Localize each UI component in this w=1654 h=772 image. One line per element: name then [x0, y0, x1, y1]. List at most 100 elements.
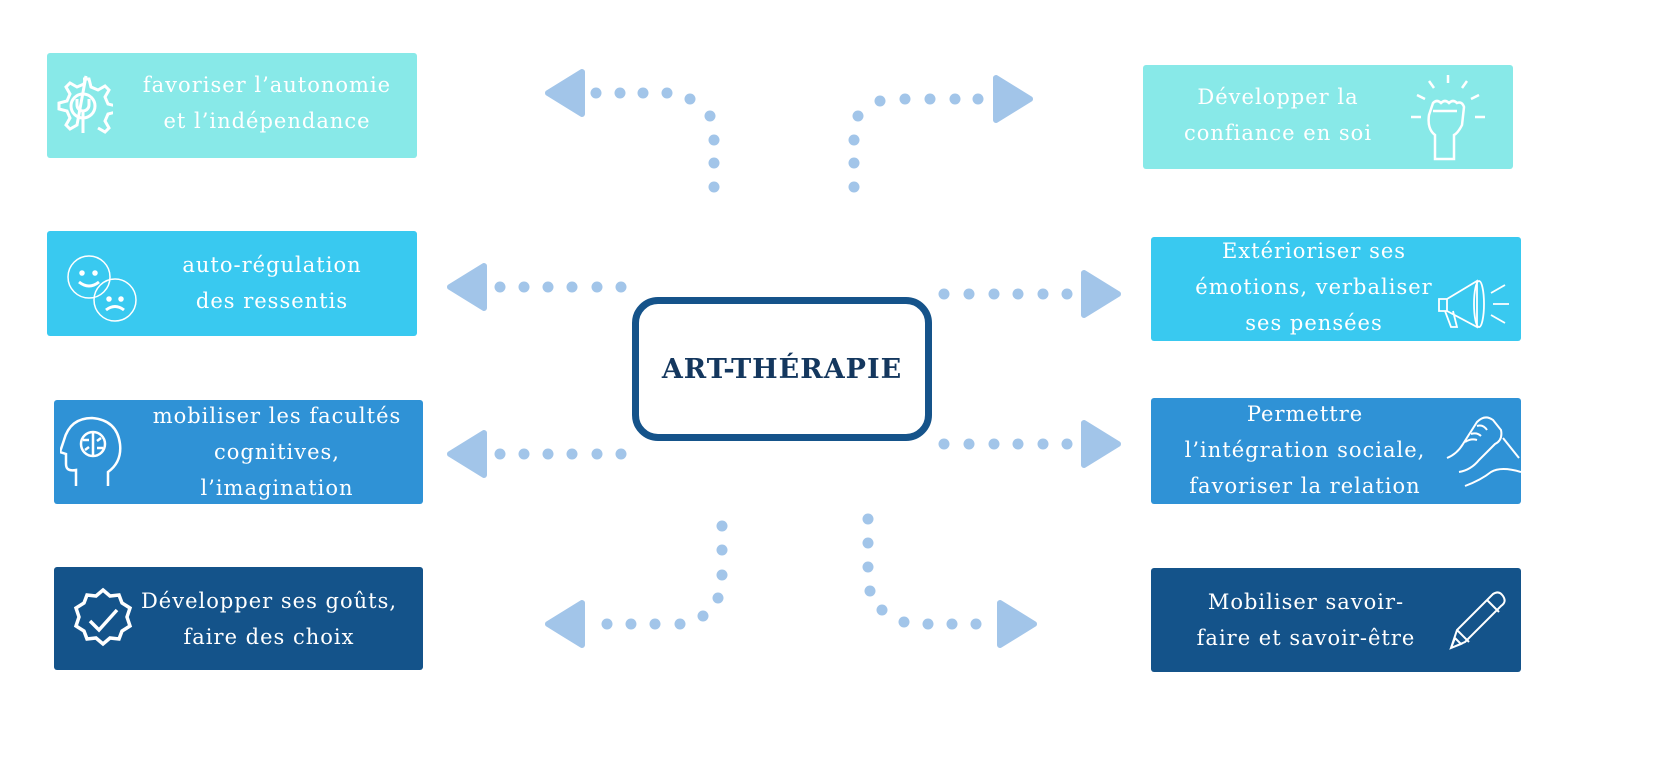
connector-dot	[963, 288, 975, 300]
connector-dot	[716, 520, 728, 532]
node-text-line: Extérioriser ses	[1221, 239, 1407, 263]
connector-dot	[862, 513, 874, 525]
connector-dot	[674, 618, 686, 630]
node-gouts-choix: Développer ses goûts, faire des choix	[54, 567, 423, 670]
connector-dot	[590, 87, 602, 99]
node-text-line: Développer la	[1197, 85, 1359, 109]
connector-dot	[862, 537, 874, 549]
connector-dot	[1012, 288, 1024, 300]
handshake-icon	[1446, 416, 1521, 487]
connector-dot	[494, 281, 506, 293]
node-savoir-faire: Mobiliser savoir- faire et savoir-être	[1151, 568, 1521, 672]
node-autonomie: favoriser l’autonomie et l’indépendance	[47, 53, 417, 158]
connector-dot	[1061, 438, 1073, 450]
connector-dot	[938, 288, 950, 300]
connector-dot	[708, 181, 720, 193]
connector-dot	[924, 93, 936, 105]
node-text-line: des ressentis	[195, 289, 349, 313]
connector-dot	[614, 87, 626, 99]
connector-dot	[848, 134, 860, 146]
connector-mid-left-lower	[447, 430, 627, 478]
node-exterioriser: Extérioriser ses émotions, verbaliser se…	[1151, 237, 1521, 341]
connector-dot	[963, 438, 975, 450]
node-text-line: Développer ses goûts,	[140, 589, 398, 613]
smiley-faces-icon	[67, 255, 137, 322]
connector-dot	[637, 87, 649, 99]
connector-dot	[716, 569, 728, 581]
raised-fist-icon	[1411, 75, 1485, 161]
connector-dot	[852, 110, 864, 122]
connector-dot	[848, 157, 860, 169]
megaphone-icon	[1438, 279, 1509, 329]
node-confiance: Développer la confiance en soi	[1143, 65, 1513, 169]
node-facultes-cognitives: mobiliser les facultés cognitives, l’ima…	[54, 400, 423, 504]
connector-dot	[708, 157, 720, 169]
connector-dot	[876, 604, 888, 616]
connector-dot	[970, 618, 982, 630]
arrow-right-icon	[1081, 270, 1121, 318]
connector-top-right	[848, 75, 1033, 193]
node-text-line: cognitives,	[214, 440, 340, 464]
node-text-line: favoriser l’autonomie	[142, 73, 392, 97]
center-title: ART-THÉRAPIE	[661, 353, 903, 385]
connector-dot	[716, 544, 728, 556]
connector-dot	[601, 618, 613, 630]
connector-dot	[649, 618, 661, 630]
connector-mid-right-lower	[938, 420, 1121, 468]
node-text-line: faire des choix	[183, 625, 355, 649]
connector-dot	[615, 448, 627, 460]
connector-mid-right-upper	[938, 270, 1121, 318]
node-text-line: auto-régulation	[182, 253, 362, 277]
node-text-line: et l’indépendance	[163, 109, 371, 133]
arrow-right-icon	[993, 75, 1033, 123]
connector-dot	[704, 110, 716, 122]
connector-dot	[862, 561, 874, 573]
arrow-left-icon	[545, 600, 585, 648]
node-text-line: l’intégration sociale,	[1184, 438, 1426, 462]
node-integration-sociale: Permettre l’intégration sociale, favoris…	[1151, 398, 1521, 504]
node-text-line: Mobiliser savoir-	[1207, 590, 1405, 614]
node-autoregulation: auto-régulation des ressentis	[47, 231, 417, 336]
connector-dot	[625, 618, 637, 630]
badge-check-icon	[73, 587, 133, 647]
node-text-line: mobiliser les facultés	[152, 404, 402, 428]
connector-dot	[518, 281, 530, 293]
arrow-right-icon	[997, 600, 1037, 648]
node-text-line: Permettre	[1246, 402, 1364, 426]
pencil-icon	[1449, 591, 1506, 650]
connector-mid-left-upper	[447, 263, 627, 311]
connector-dot	[615, 281, 627, 293]
arrow-left-icon	[447, 430, 487, 478]
node-text-line: émotions, verbaliser	[1195, 275, 1433, 299]
connector-bottom-right	[862, 513, 1037, 648]
connector-dot	[899, 93, 911, 105]
head-brain-icon	[60, 416, 122, 486]
connector-dot	[938, 438, 950, 450]
gear-wrench-icon	[57, 75, 113, 134]
node-text-line: ses pensées	[1245, 311, 1383, 335]
connector-dot	[661, 87, 673, 99]
connector-dot	[949, 93, 961, 105]
connector-dot	[518, 448, 530, 460]
connector-dot	[988, 438, 1000, 450]
connector-dot	[542, 281, 554, 293]
node-text-line: faire et savoir-être	[1196, 626, 1416, 650]
connector-dot	[874, 95, 886, 107]
connector-dot	[542, 448, 554, 460]
connector-dot	[1012, 438, 1024, 450]
connector-dot	[988, 288, 1000, 300]
connector-dot	[864, 585, 876, 597]
arrow-left-icon	[447, 263, 487, 311]
connector-dot	[591, 281, 603, 293]
connector-dot	[898, 616, 910, 628]
connector-dot	[684, 93, 696, 105]
arrow-right-icon	[1081, 420, 1121, 468]
node-text-line: confiance en soi	[1183, 121, 1373, 145]
connector-dot	[848, 181, 860, 193]
connector-dot	[708, 134, 720, 146]
connector-top-left	[545, 69, 720, 193]
connector-dot	[697, 610, 709, 622]
connector-dot	[972, 93, 984, 105]
connector-dot	[566, 448, 578, 460]
